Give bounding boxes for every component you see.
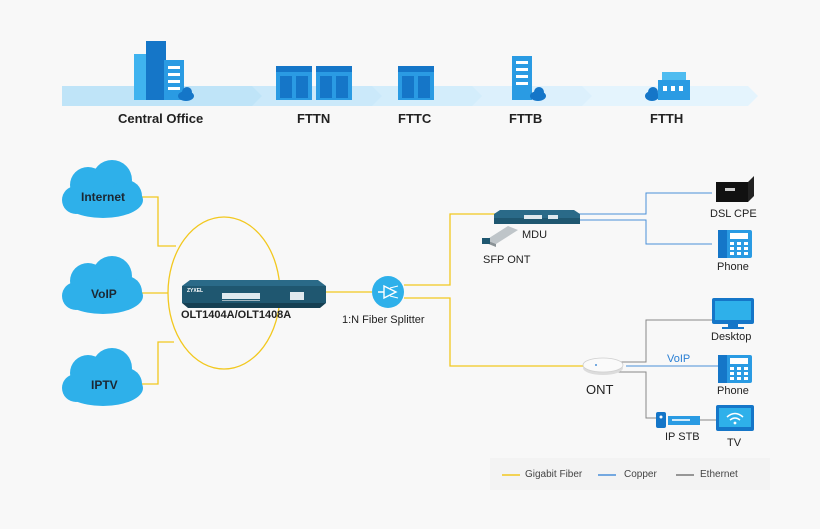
voip-cloud-icon bbox=[62, 256, 143, 314]
stage-label-ftth: FTTH bbox=[650, 111, 684, 126]
fiber-splitter-mdu bbox=[404, 213, 500, 286]
desktop-label: Desktop bbox=[711, 331, 752, 343]
phone-icon-bottom bbox=[718, 355, 752, 383]
legend-lines bbox=[490, 458, 770, 490]
olt-model-label: OLT1404A/OLT1408A bbox=[181, 309, 292, 321]
fttc-cabinet-icon bbox=[398, 66, 434, 100]
fiber-splitter-ont bbox=[404, 297, 590, 367]
stage-label-fttb: FTTB bbox=[509, 111, 543, 126]
tv-label: TV bbox=[727, 437, 742, 449]
ftth-house-icon bbox=[645, 72, 690, 101]
fttn-cabinet-icon bbox=[276, 66, 352, 100]
fiber-splitter-icon bbox=[372, 276, 404, 308]
iptv-cloud-label: IPTV bbox=[91, 378, 118, 392]
fttb-building-icon bbox=[512, 56, 546, 101]
dsl-cpe-icon bbox=[716, 176, 754, 202]
legend-copper: Copper bbox=[624, 469, 657, 480]
ont-device-icon bbox=[582, 357, 624, 375]
olt-brand-label: ZYXEL bbox=[187, 288, 204, 294]
mdu-switch-icon bbox=[494, 210, 580, 224]
iptv-cloud-icon bbox=[62, 348, 143, 406]
desktop-monitor-icon bbox=[712, 298, 754, 329]
stage-label-central-office: Central Office bbox=[118, 111, 204, 126]
sfp-ont-module-icon bbox=[482, 226, 518, 247]
ethernet-links bbox=[608, 319, 716, 421]
tv-icon bbox=[716, 405, 754, 431]
ip-stb-icon bbox=[656, 412, 700, 428]
mdu-label: MDU bbox=[522, 229, 548, 241]
central-office-building-icon bbox=[134, 41, 194, 101]
ip-stb-label: IP STB bbox=[665, 431, 700, 443]
phone-bottom-label: Phone bbox=[717, 385, 749, 397]
olt-switch-icon bbox=[182, 280, 326, 308]
copper-mdu-dsl bbox=[576, 192, 712, 215]
phone-icon-top bbox=[718, 230, 752, 258]
stage-label-fttc: FTTC bbox=[398, 111, 432, 126]
fiber-iptv bbox=[142, 341, 174, 385]
dsl-cpe-label: DSL CPE bbox=[710, 208, 757, 220]
phone-top-label: Phone bbox=[717, 261, 749, 273]
legend-gigabit-fiber: Gigabit Fiber bbox=[525, 469, 583, 480]
voip-cloud-label: VoIP bbox=[91, 287, 117, 301]
ont-label: ONT bbox=[586, 382, 614, 397]
legend-box bbox=[490, 458, 770, 490]
internet-cloud-label: Internet bbox=[81, 190, 126, 204]
copper-links bbox=[576, 192, 720, 367]
fiber-internet bbox=[142, 196, 176, 247]
voip-link-label: VoIP bbox=[667, 353, 691, 365]
splitter-label: 1:N Fiber Splitter bbox=[342, 314, 425, 326]
sfp-ont-label: SFP ONT bbox=[483, 254, 531, 266]
copper-mdu-phone bbox=[576, 219, 712, 245]
ethernet-ont-stb bbox=[612, 371, 660, 419]
ethernet-ont-desktop bbox=[608, 319, 712, 363]
internet-cloud-icon bbox=[62, 160, 143, 218]
stage-label-fttn: FTTN bbox=[297, 111, 331, 126]
legend-ethernet: Ethernet bbox=[700, 469, 738, 480]
